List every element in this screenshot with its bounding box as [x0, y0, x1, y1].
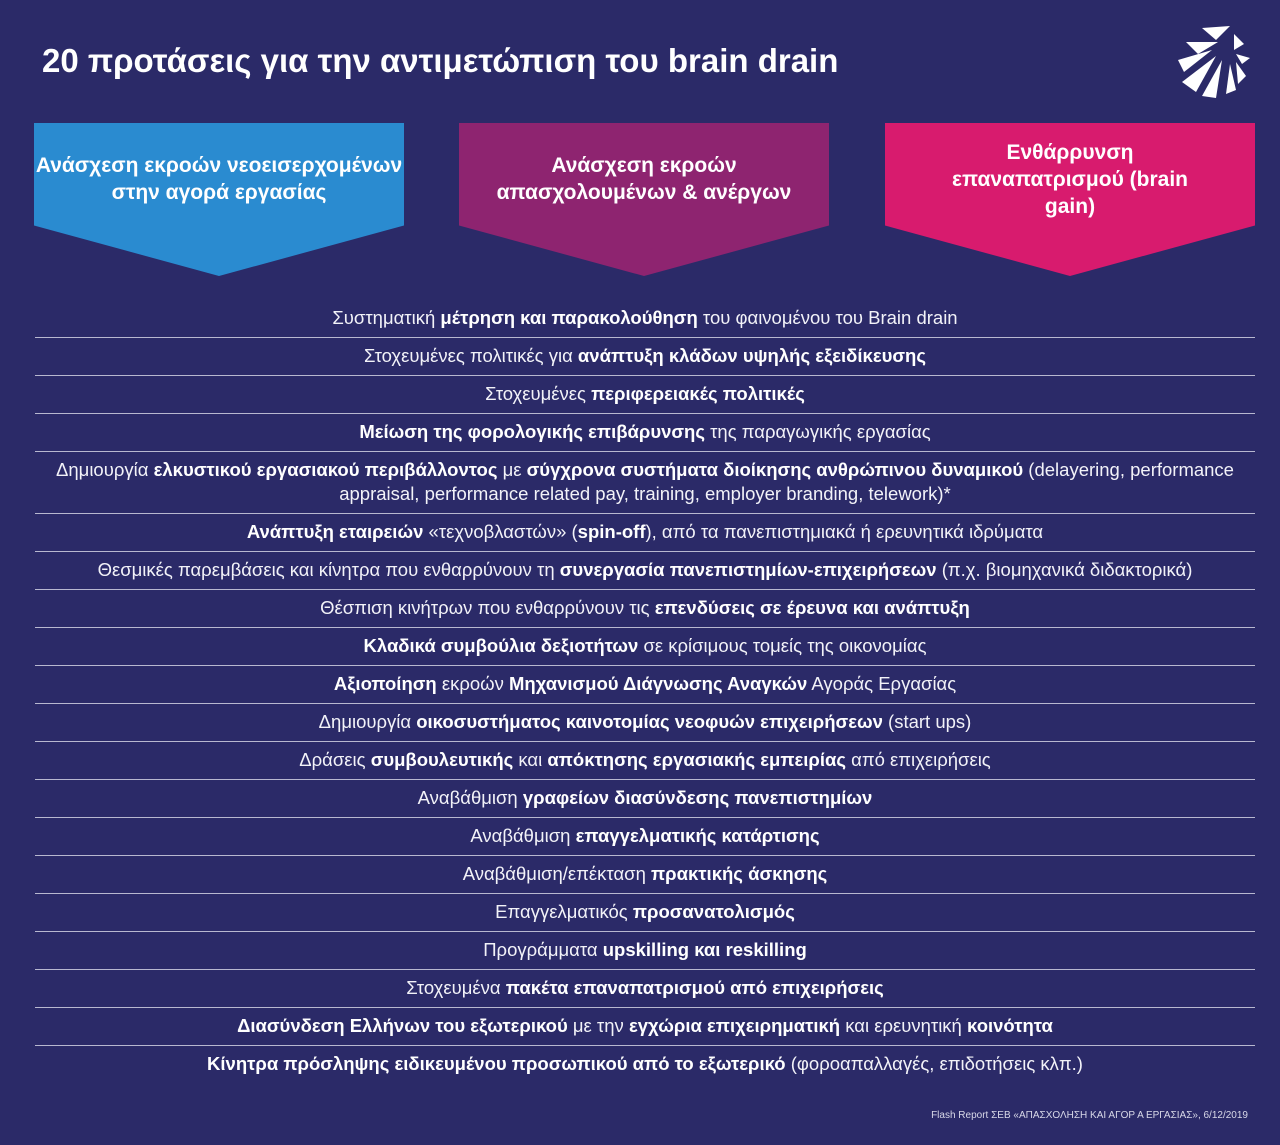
source-footer: Flash Report ΣΕΒ «ΑΠΑΣΧΟΛΗΣΗ ΚΑΙ ΑΓΟΡ Α … — [931, 1110, 1248, 1121]
proposal-item: Αναβάθμιση επαγγελματικής κατάρτισης — [35, 818, 1255, 856]
proposal-text: (delayering, performance appraisal, perf… — [339, 459, 1234, 504]
proposal-text-bold: Μηχανισμού Διάγνωσης Αναγκών — [509, 673, 808, 694]
proposal-item: Επαγγελματικός προσανατολισμός — [35, 894, 1255, 932]
proposal-text-bold: εγχώρια επιχειρηματική — [628, 1015, 841, 1036]
proposal-text: της παραγωγικής εργασίας — [704, 421, 931, 442]
proposal-item: Δημιουργία οικοσυστήματος καινοτομίας νε… — [35, 704, 1255, 742]
proposal-text-bold: ανάπτυξη κλάδων υψηλής εξειδίκευσης — [577, 345, 926, 366]
proposal-item: Στοχευμένες περιφερειακές πολιτικές — [35, 376, 1255, 414]
proposal-text: Στοχευμένες πολιτικές για — [364, 345, 578, 366]
proposal-text-bold: σύγχρονα συστήματα διοίκησης ανθρώπινου … — [526, 459, 1024, 480]
proposal-text-bold: πρακτικής άσκησης — [651, 863, 828, 884]
category-label: Ανάσχεση εκροών απασχολουμένων & ανέργων — [496, 154, 792, 204]
proposal-item: Ανάπτυξη εταιρειών «τεχνοβλαστών» (spin-… — [35, 514, 1255, 552]
proposal-text: του φαινομένου του Brain drain — [697, 307, 958, 328]
proposal-item: Αναβάθμιση/επέκταση πρακτικής άσκησης — [35, 856, 1255, 894]
proposal-text-bold: upskilling και reskilling — [602, 939, 807, 960]
proposal-text: Προγράμματα — [483, 939, 603, 960]
proposal-text-bold: επενδύσεις σε έρευνα και ανάπτυξη — [654, 597, 970, 618]
proposal-text-bold: Κίνητρα πρόσληψης ειδικευμένου προσωπικο… — [207, 1053, 786, 1074]
proposal-item: Μείωση της φορολογικής επιβάρυνσης της π… — [35, 414, 1255, 452]
logo-icon — [1178, 26, 1250, 98]
proposal-text: Αναβάθμιση — [417, 787, 523, 808]
proposal-text: Δημιουργία — [318, 711, 417, 732]
proposal-item: Θεσμικές παρεμβάσεις και κίνητρα που ενθ… — [35, 552, 1255, 590]
proposal-text: σε κρίσιμους τομείς της οικονομίας — [638, 635, 927, 656]
proposal-text-bold: μέτρηση και παρακολούθηση — [440, 307, 698, 328]
proposal-text: από επιχειρήσεις — [846, 749, 991, 770]
page-title: 20 προτάσεις για την αντιμετώπιση του br… — [42, 42, 839, 79]
proposal-item: Προγράμματα upskilling και reskilling — [35, 932, 1255, 970]
proposal-text-bold: συμβουλευτικής — [370, 749, 514, 770]
proposal-item: Θέσπιση κινήτρων που ενθαρρύνουν τις επε… — [35, 590, 1255, 628]
proposal-text-bold: Διασύνδεση Ελλήνων του εξωτερικού — [237, 1015, 568, 1036]
proposal-text-bold: πακέτα επαναπατρισμού από επιχειρήσεις — [505, 977, 884, 998]
proposal-text: με — [497, 459, 527, 480]
category-label: Ενθάρρυνση επαναπατρισμού (brain gain) — [952, 140, 1188, 218]
proposal-text: Θεσμικές παρεμβάσεις και κίνητρα που ενθ… — [97, 559, 560, 580]
proposal-text: και ερευνητική — [840, 1015, 967, 1036]
proposal-item: Κίνητρα πρόσληψης ειδικευμένου προσωπικο… — [35, 1046, 1255, 1083]
category-banner-new-entrants: Ανάσχεση εκροών νεοεισερχομένων στην αγο… — [34, 123, 404, 276]
proposal-text-bold: Αξιοποίηση — [333, 673, 437, 694]
proposal-item: Δράσεις συμβουλευτικής και απόκτησης εργ… — [35, 742, 1255, 780]
proposal-text: Επαγγελματικός — [495, 901, 633, 922]
proposal-text: Στοχευμένες — [485, 383, 592, 404]
proposal-text: Αναβάθμιση/επέκταση — [462, 863, 651, 884]
proposal-text-bold: προσανατολισμός — [632, 901, 795, 922]
proposal-text: εκροών — [436, 673, 509, 694]
proposal-item: Αναβάθμιση γραφείων διασύνδεσης πανεπιστ… — [35, 780, 1255, 818]
proposal-text-bold: Μείωση της φορολογικής επιβάρυνσης — [359, 421, 705, 442]
proposal-text-bold: ελκυστικού εργασιακού περιβάλλοντος — [153, 459, 498, 480]
proposal-item: Στοχευμένα πακέτα επαναπατρισμού από επι… — [35, 970, 1255, 1008]
proposal-text-bold: γραφείων διασύνδεσης πανεπιστημίων — [522, 787, 873, 808]
proposal-item: Κλαδικά συμβούλια δεξιοτήτων σε κρίσιμου… — [35, 628, 1255, 666]
proposal-text: Στοχευμένα — [406, 977, 506, 998]
proposal-text-bold: οικοσυστήματος καινοτομίας νεοφυών επιχε… — [416, 711, 883, 732]
proposal-text: Αγοράς Εργασίας — [807, 673, 957, 694]
proposal-text: ), από τα πανεπιστημιακά ή ερευνητικά ιδ… — [645, 521, 1044, 542]
proposal-text: (φοροαπαλλαγές, επιδοτήσεις κλπ.) — [785, 1053, 1083, 1074]
proposal-text-bold: περιφερειακές πολιτικές — [591, 383, 805, 404]
proposal-text: με την — [567, 1015, 629, 1036]
proposal-text: Θέσπιση κινήτρων που ενθαρρύνουν τις — [320, 597, 655, 618]
category-banner-employed-unemployed: Ανάσχεση εκροών απασχολουμένων & ανέργων — [459, 123, 829, 276]
proposal-item: Δημιουργία ελκυστικού εργασιακού περιβάλ… — [35, 452, 1255, 514]
proposal-item: Συστηματική μέτρηση και παρακολούθηση το… — [35, 300, 1255, 338]
proposal-item: Στοχευμένες πολιτικές για ανάπτυξη κλάδω… — [35, 338, 1255, 376]
proposal-text: «τεχνοβλαστών» ( — [423, 521, 578, 542]
proposal-text: Δράσεις — [299, 749, 371, 770]
proposal-text: (π.χ. βιομηχανικά διδακτορικά) — [936, 559, 1193, 580]
proposal-text-bold: spin-off — [577, 521, 646, 542]
proposals-list: Συστηματική μέτρηση και παρακολούθηση το… — [35, 300, 1255, 1083]
proposal-text: (start ups) — [882, 711, 972, 732]
proposal-text-bold: Κλαδικά συμβούλια δεξιοτήτων — [363, 635, 639, 656]
proposal-text-bold: Ανάπτυξη εταιρειών — [246, 521, 424, 542]
category-label: Ανάσχεση εκροών νεοεισερχομένων στην αγο… — [35, 154, 403, 204]
proposal-text-bold: επαγγελματικής κατάρτισης — [575, 825, 820, 846]
proposal-text-bold: απόκτησης εργασιακής εμπειρίας — [547, 749, 846, 770]
proposal-text: Δημιουργία — [56, 459, 154, 480]
proposal-text: και — [513, 749, 548, 770]
proposal-text-bold: κοινότητα — [967, 1015, 1053, 1036]
proposal-item: Αξιοποίηση εκροών Μηχανισμού Διάγνωσης Α… — [35, 666, 1255, 704]
proposal-text: Αναβάθμιση — [470, 825, 576, 846]
proposal-text: Συστηματική — [332, 307, 441, 328]
proposal-text-bold: συνεργασία πανεπιστημίων-επιχειρήσεων — [559, 559, 937, 580]
proposal-item: Διασύνδεση Ελλήνων του εξωτερικού με την… — [35, 1008, 1255, 1046]
category-banner-brain-gain: Ενθάρρυνση επαναπατρισμού (brain gain) — [885, 123, 1255, 276]
